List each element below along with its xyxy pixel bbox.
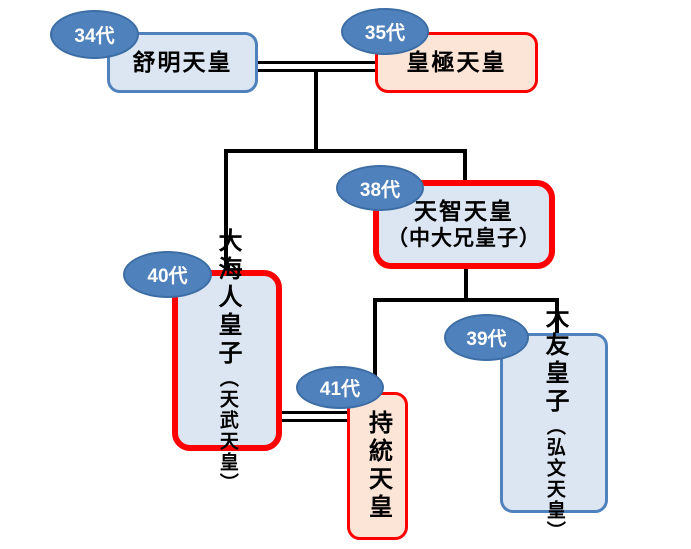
generation-badge-38: 38代 xyxy=(336,165,424,211)
node-empress-jito-name: 持統天皇 xyxy=(364,410,392,522)
generation-badge-41-label: 41代 xyxy=(319,379,361,400)
generation-badge-40: 40代 xyxy=(123,251,212,298)
sibling-branch-line-1 xyxy=(224,149,467,153)
node-emperor-tenji-subtitle: （中大兄皇子） xyxy=(387,226,541,250)
generation-badge-41: 41代 xyxy=(296,366,384,409)
generation-badge-38-label: 38代 xyxy=(359,179,401,201)
generation-badge-35: 35代 xyxy=(341,8,429,55)
drop-line-to-otomo xyxy=(555,298,559,336)
stem-from-marriage-1 xyxy=(314,69,318,153)
node-prince-oama: 大海人皇子 （天武天皇） xyxy=(172,228,282,494)
generation-badge-39-label: 39代 xyxy=(466,329,507,350)
node-prince-oama-name: 大海人皇子 xyxy=(214,227,241,368)
node-prince-otomo-name: 大友皇子 xyxy=(541,304,568,416)
sibling-branch-line-2 xyxy=(373,298,559,302)
generation-badge-35-label: 35代 xyxy=(364,23,406,44)
node-empress-jito: 持統天皇 xyxy=(347,392,408,540)
drop-line-to-oama xyxy=(224,149,228,273)
node-empress-kogyoku-name: 皇極天皇 xyxy=(406,49,507,76)
node-emperor-tenji-name: 天智天皇 xyxy=(414,198,514,224)
node-empress-kogyoku: 皇極天皇 xyxy=(375,32,538,93)
stem-from-tenji xyxy=(464,266,468,302)
marriage-double-line-oama-jito xyxy=(281,411,349,422)
generation-badge-40-label: 40代 xyxy=(147,266,188,287)
generation-badge-34: 34代 xyxy=(50,10,139,59)
node-prince-otomo: 大友皇子 （弘文天皇） xyxy=(500,304,608,542)
node-prince-otomo-subtitle: （弘文天皇） xyxy=(543,416,565,542)
drop-line-to-jito xyxy=(373,298,377,394)
drop-line-to-tenji xyxy=(463,149,467,183)
node-prince-oama-subtitle: （天武天皇） xyxy=(216,367,238,494)
generation-badge-39: 39代 xyxy=(444,314,529,361)
generation-badge-34-label: 34代 xyxy=(74,26,115,47)
node-emperor-jomei-name: 舒明天皇 xyxy=(132,49,233,76)
